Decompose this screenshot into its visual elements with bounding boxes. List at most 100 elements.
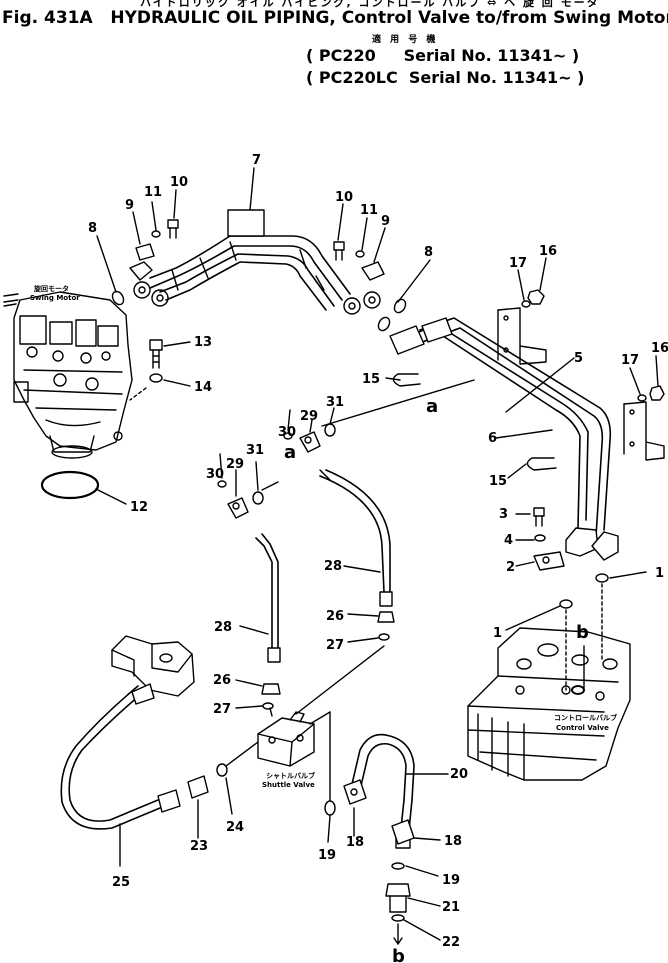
nut-16-washer-17-upper: [521, 289, 545, 308]
callout-27-right: 27: [326, 638, 344, 653]
callout-31-lower: 31: [246, 443, 264, 458]
plug-30-lower: [217, 480, 227, 488]
pipe-assembly-5-6: [389, 317, 619, 561]
callout-31-upper: 31: [326, 395, 344, 410]
hose-28-right: [319, 469, 393, 607]
callout-1-right: 1: [655, 566, 664, 581]
leader-12: [95, 488, 127, 505]
swing-motor: [3, 291, 133, 459]
callout-9-right: 9: [381, 214, 390, 229]
callout-4: 4: [504, 533, 513, 548]
callout-19-right: 19: [442, 873, 460, 888]
hose-25: [60, 683, 181, 830]
ref-b-lower: b: [392, 946, 405, 963]
callout-27-left: 27: [213, 702, 231, 717]
elbow-18-left: [343, 779, 367, 805]
o-ring-22: [391, 914, 405, 922]
callout-15-upper: 15: [362, 372, 380, 387]
o-ring-19-lower: [391, 862, 405, 870]
split-flange-2: [533, 551, 565, 571]
callout-17-upper: 17: [509, 256, 527, 271]
bolt-10-right: [333, 241, 345, 261]
hose-assembly-7: [149, 209, 351, 311]
o-ring-8-left: [111, 290, 125, 306]
applicable-models-label: 適 用 号 機: [372, 35, 439, 45]
upper-leaders: [96, 167, 431, 303]
callout-17-lower: 17: [621, 353, 639, 368]
o-ring-24: [216, 763, 228, 777]
bolt-13: [149, 339, 163, 369]
callout-10-left: 10: [170, 175, 188, 190]
callout-2: 2: [506, 560, 515, 575]
callout-21: 21: [442, 900, 460, 915]
o-ring-8-right: [377, 316, 391, 332]
callout-1-left: 1: [493, 626, 502, 641]
o-ring-27-left: [262, 702, 274, 710]
elbow-29-lower: [227, 497, 249, 519]
reference-a-line: [321, 379, 475, 427]
elbow-29-upper: [299, 431, 321, 453]
shuttle-valve-label: Shuttle Valve: [262, 781, 315, 789]
washer-11-right: [355, 250, 365, 258]
control-valve-jp-label: コントロールバルブ: [554, 713, 617, 722]
shuttle-valve: [257, 711, 315, 767]
callout-26-right: 26: [326, 609, 344, 624]
o-ring-1-left: [559, 599, 573, 609]
o-ring-12: [40, 470, 100, 500]
callout-19-left: 19: [318, 848, 336, 863]
serial-range-pc220: ( PC220 Serial No. 11341~ ): [306, 46, 580, 65]
bolt-3: [533, 507, 545, 527]
callout-18-right: 18: [444, 834, 462, 849]
o-ring-31-lower: [252, 491, 264, 505]
ref-a-lower: a: [284, 442, 296, 463]
figure-title: Fig. 431A HYDRAULIC OIL PIPING, Control …: [2, 8, 668, 28]
callout-6: 6: [488, 431, 497, 446]
o-ring-1-right: [595, 573, 609, 583]
callout-7: 7: [252, 153, 261, 168]
o-ring-27-right: [378, 633, 390, 641]
callout-16-lower: 16: [651, 341, 668, 356]
control-valve-label: Control Valve: [556, 724, 609, 732]
callout-11-left: 11: [144, 185, 162, 200]
callout-14: 14: [194, 380, 212, 395]
ref-a-upper: a: [426, 396, 438, 417]
callout-11-right: 11: [360, 203, 378, 218]
nut-16-washer-17-lower: [637, 385, 665, 402]
shuttle-valve-jp-label: シャトルバルブ: [266, 771, 315, 780]
callout-30-upper: 30: [278, 425, 296, 440]
callout-29-upper: 29: [300, 409, 318, 424]
hose-28-left: [255, 533, 281, 663]
callout-23: 23: [190, 839, 208, 854]
o-ring-31-upper: [324, 423, 336, 437]
adapter-21: [385, 883, 411, 913]
callout-8-left: 8: [88, 221, 97, 236]
callout-29-lower: 29: [226, 457, 244, 472]
callout-25: 25: [112, 875, 130, 890]
adapter-26-left: [261, 683, 281, 695]
bracket-upper: [497, 307, 547, 365]
swing-motor-label: Swing Motor: [30, 294, 80, 302]
callout-13: 13: [194, 335, 212, 350]
adapter-26-right: [377, 611, 395, 623]
callout-22: 22: [442, 935, 460, 950]
callout-8-right: 8: [424, 245, 433, 260]
control-valve: [467, 627, 631, 781]
callout-16-upper: 16: [539, 244, 557, 259]
serial-range-pc220lc: ( PC220LC Serial No. 11341~ ): [306, 68, 585, 87]
callout-9-left: 9: [125, 198, 134, 213]
pilot-valve-block: [111, 635, 195, 697]
callout-18-left: 18: [346, 835, 364, 850]
o-ring-19-upper: [324, 800, 336, 816]
callout-28-right: 28: [324, 559, 342, 574]
callout-28-left: 28: [214, 620, 232, 635]
washer-4: [534, 534, 546, 542]
bracket-lower: [623, 401, 665, 461]
ref-b-upper: b: [576, 622, 589, 643]
callout-30-lower: 30: [206, 467, 224, 482]
callout-12: 12: [130, 500, 148, 515]
u-bolt-15-lower: [526, 457, 557, 471]
bolt-10-left: [167, 219, 179, 239]
plug-30-upper: [283, 432, 293, 440]
u-bolt-15-upper: [392, 373, 421, 387]
